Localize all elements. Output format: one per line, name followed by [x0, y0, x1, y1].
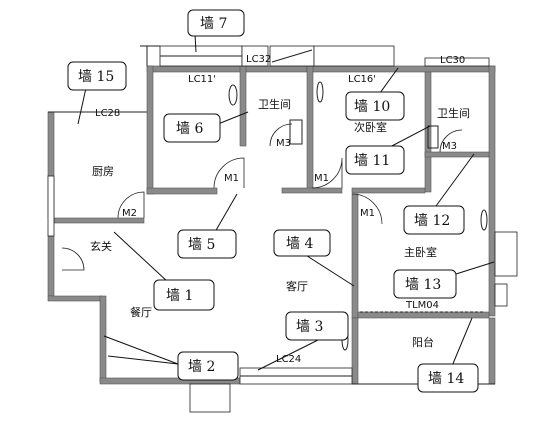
door-m1-c [351, 193, 383, 225]
door-m1-b [311, 157, 343, 189]
label-m1-c: M1 [360, 208, 375, 219]
wall-living-top [281, 187, 343, 194]
label-m2: M2 [122, 208, 137, 219]
label-tlm04: TLM04 [405, 300, 439, 311]
label-lc32: LC32 [246, 54, 271, 65]
callout-wall-14: 墙 14 [417, 363, 479, 393]
label-m1-a: M1 [224, 173, 239, 184]
wall-top-left [146, 65, 308, 73]
callout-wall-11: 墙 11 [345, 145, 405, 175]
svg-text:墙 2: 墙 2 [188, 359, 215, 375]
svg-text:墙 14: 墙 14 [428, 371, 464, 387]
room-labels: 厨房 卫生间 次卧室 卫生间 玄关 餐厅 客厅 主卧室 阳台 [90, 97, 470, 349]
callout-wall-6: 墙 6 [163, 113, 221, 143]
wall-entry-bottom [47, 295, 103, 302]
wall-balcony-top [357, 311, 490, 319]
svg-text:墙 10: 墙 10 [354, 99, 390, 115]
door-m1-a [213, 157, 245, 189]
door-m3-a [269, 123, 293, 147]
window-lc28 [47, 175, 55, 237]
callout-wall-12: 墙 12 [403, 205, 465, 235]
wall-dining-left [99, 295, 107, 383]
wall-left-lower [47, 235, 55, 297]
wall-master-top [351, 187, 426, 194]
room-bath-right: 卫生间 [437, 106, 470, 120]
room-second-bedroom: 次卧室 [354, 120, 387, 134]
opening-labels: LC11' LC32 LC16' LC30 LC28 LC24 TLM04 M1… [95, 54, 465, 365]
svg-text:墙 6: 墙 6 [176, 121, 203, 137]
callout-wall-7: 墙 7 [187, 9, 245, 37]
svg-text:墙 13: 墙 13 [405, 277, 441, 293]
label-lc16: LC16' [348, 74, 376, 85]
svg-text:墙 15: 墙 15 [78, 69, 114, 85]
room-living: 客厅 [286, 279, 308, 293]
wall-balcony-left [351, 317, 359, 385]
wall-balcony-right [488, 317, 496, 385]
wall-bath-right-bottom [424, 151, 490, 158]
svg-text:墙 7: 墙 7 [200, 16, 227, 32]
wall-kitchen-right [146, 65, 154, 195]
callout-wall-5: 墙 5 [177, 229, 237, 259]
door-entry [61, 247, 85, 271]
windows [47, 45, 518, 413]
label-m3-a: M3 [276, 138, 291, 149]
room-balcony: 阳台 [412, 335, 434, 349]
room-master-bedroom: 主卧室 [404, 245, 437, 259]
window-lc30 [424, 57, 490, 67]
callout-wall-15: 墙 15 [67, 61, 127, 91]
wall-right-outer [488, 65, 496, 317]
wall-master-left [351, 193, 359, 319]
callout-wall-1: 墙 1 [153, 279, 215, 311]
svg-text:墙 11: 墙 11 [354, 153, 390, 169]
room-dining: 餐厅 [130, 305, 152, 319]
room-bath-left: 卫生间 [258, 97, 291, 111]
svg-text:墙 1: 墙 1 [166, 288, 193, 304]
callout-wall-4: 墙 4 [273, 229, 331, 257]
svg-text:墙 3: 墙 3 [296, 319, 323, 335]
wall-bath-divider [239, 65, 247, 147]
wall-kitchen-bottom [146, 187, 218, 195]
callout-wall-13: 墙 13 [393, 269, 457, 299]
wall-top-right [306, 65, 496, 73]
callout-wall-10: 墙 10 [345, 91, 405, 121]
wall-second-bedroom-left [306, 65, 314, 193]
door-m2 [117, 191, 145, 219]
label-m1-b: M1 [314, 173, 329, 184]
svg-text:墙 5: 墙 5 [188, 237, 215, 253]
doors [61, 81, 488, 351]
label-m3-b: M3 [442, 141, 457, 152]
callout-wall-3: 墙 3 [285, 311, 349, 341]
room-entry: 玄关 [90, 239, 112, 253]
svg-text:墙 4: 墙 4 [286, 236, 313, 252]
window-lc32 [241, 45, 269, 67]
callout-wall-2: 墙 2 [177, 351, 239, 381]
label-lc24: LC24 [276, 354, 301, 365]
svg-text:墙 12: 墙 12 [414, 213, 450, 229]
label-lc11: LC11' [188, 74, 216, 85]
callouts: 墙 7 墙 15 墙 6 墙 10 墙 11 墙 5 [67, 9, 495, 393]
door-m3-b [439, 129, 463, 153]
label-lc28: LC28 [95, 108, 120, 119]
room-kitchen: 厨房 [92, 165, 114, 178]
label-lc30: LC30 [440, 55, 465, 66]
window-lc16 [313, 45, 395, 67]
